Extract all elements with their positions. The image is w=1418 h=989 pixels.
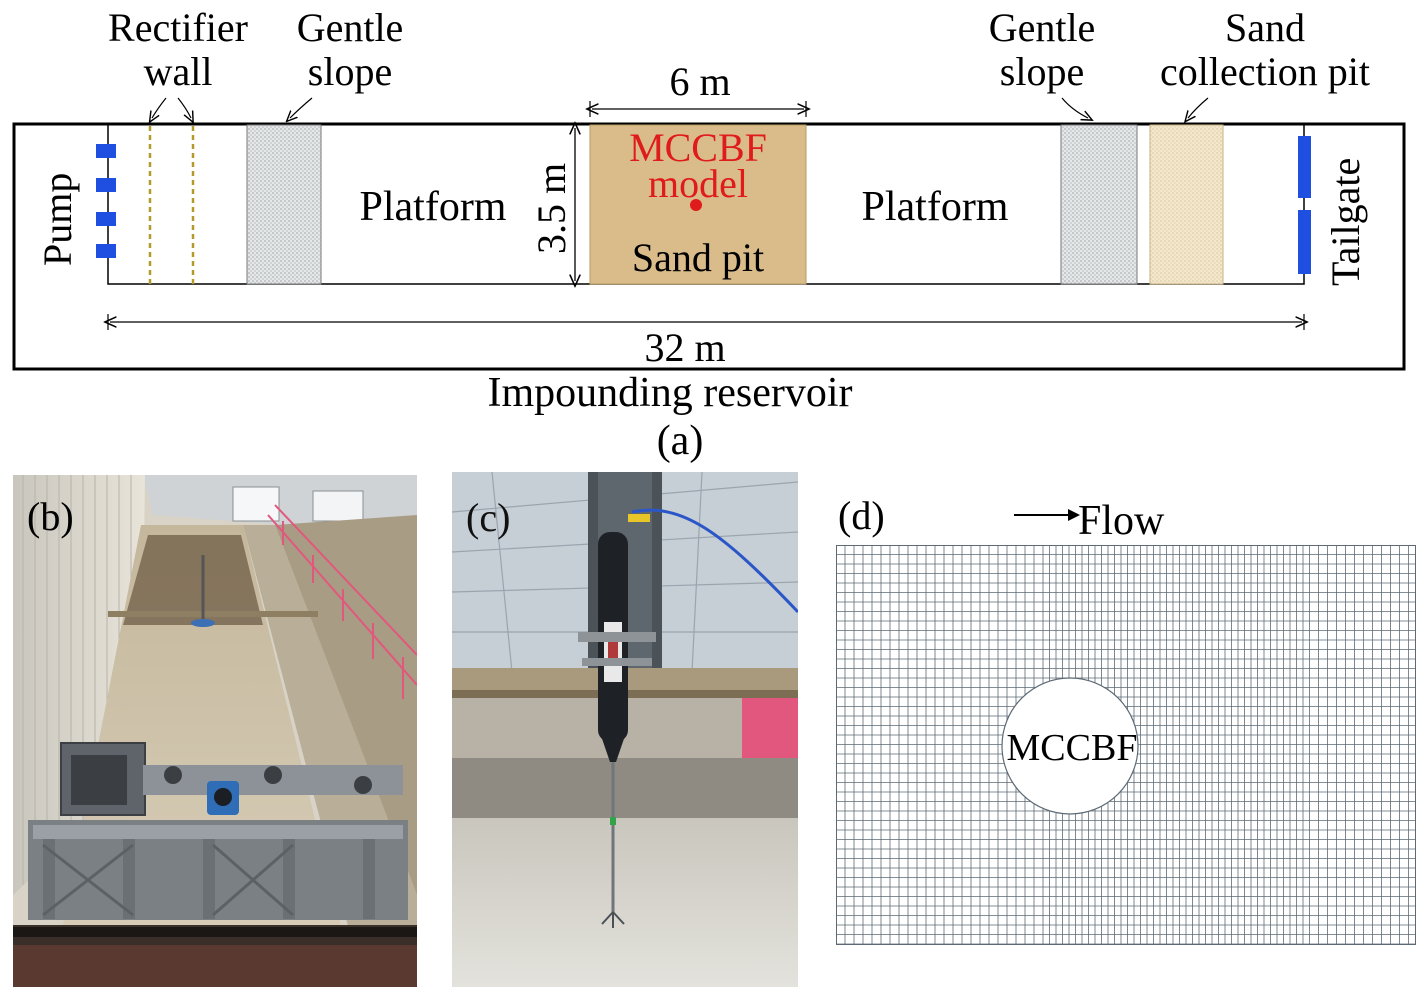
leader-arrows <box>152 97 1209 118</box>
flume-photo-illustration <box>13 475 417 987</box>
sand-collection-pit-label: Sand collection pit <box>1160 5 1370 94</box>
gentle-slope-left <box>246 124 322 285</box>
gentle-slope-left-label: Gentle slope <box>296 5 404 94</box>
height-label: 3.5 m <box>529 162 574 254</box>
panel-b-label: (b) <box>27 494 74 539</box>
width-label: 6 m <box>669 59 731 104</box>
reservoir-label: Impounding reservoir <box>487 370 853 416</box>
panel-c-label: (c) <box>466 495 511 540</box>
gentle-slope-right <box>1060 124 1138 285</box>
panel-d-label: (d) <box>838 493 885 538</box>
panel-c-photo: (c) <box>452 472 798 987</box>
pump-label: Pump <box>35 172 80 266</box>
cylinder-hole <box>1001 677 1139 815</box>
tailgate-label: Tailgate <box>1323 157 1368 286</box>
probe-photo-illustration <box>452 472 798 987</box>
flow-arrow-icon <box>1014 509 1080 521</box>
cylinder-label: MCCBF <box>1006 727 1138 769</box>
rectifier-wall-label: Rectifier wall <box>108 5 248 94</box>
model-label: MCCBF model <box>629 125 767 206</box>
gentle-slope-right-label: Gentle slope <box>988 5 1096 94</box>
platform-left-label: Platform <box>359 184 507 230</box>
caption-a: (a) <box>656 418 704 464</box>
mesh-border <box>836 545 1416 945</box>
panel-a-drawing <box>12 97 1406 371</box>
platform-right-label: Platform <box>861 184 1009 230</box>
sand-collection-pit <box>1149 124 1224 285</box>
sand-pit-label: Sand pit <box>631 235 765 280</box>
reservoir-outline <box>12 122 1406 371</box>
panel-b-photo: (b) <box>13 475 417 987</box>
tailgate-blocks <box>1298 136 1311 274</box>
flow-label: Flow <box>1078 498 1165 544</box>
model-point <box>690 199 702 211</box>
mesh-grid <box>836 545 1416 945</box>
pump-blocks <box>96 144 116 258</box>
length-label: 32 m <box>644 325 726 370</box>
